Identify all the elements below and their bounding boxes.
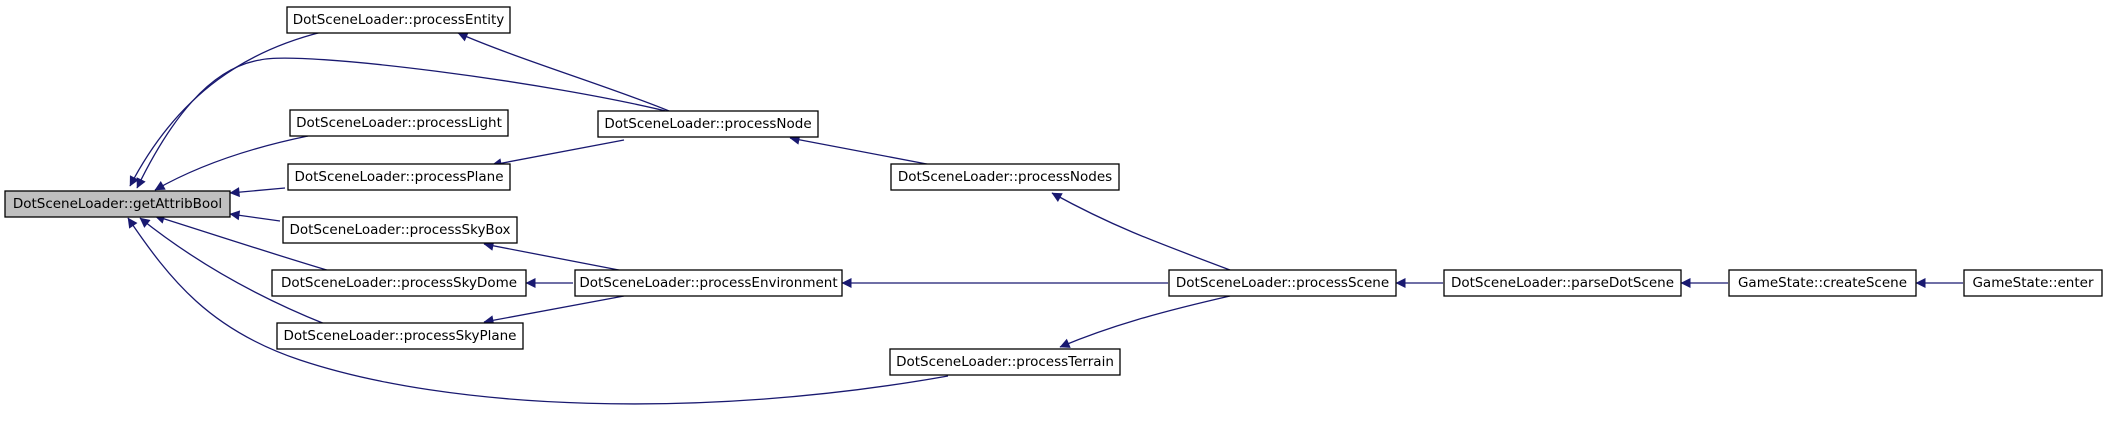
edge-processSkyBox-to-getAttribBool: [229, 210, 281, 222]
node-processEnvironment[interactable]: DotSceneLoader::processEnvironment: [574, 269, 843, 297]
node-processNode[interactable]: DotSceneLoader::processNode: [597, 110, 819, 138]
node-processNodes[interactable]: DotSceneLoader::processNodes: [890, 163, 1120, 191]
node-processSkyBox[interactable]: DotSceneLoader::processSkyBox: [282, 216, 518, 244]
edge-processEnvironment-to-processSkyPlane: [483, 295, 625, 326]
edge-processScene-to-processTerrain: [1059, 295, 1231, 348]
node-processSkyDome[interactable]: DotSceneLoader::processSkyDome: [271, 269, 527, 297]
edge-processNode-to-getAttribBool: [136, 57, 675, 189]
node-processSkyPlane[interactable]: DotSceneLoader::processSkyPlane: [276, 322, 524, 350]
node-processEntity[interactable]: DotSceneLoader::processEntity: [286, 6, 511, 34]
node-label: DotSceneLoader::processPlane: [294, 169, 503, 185]
edge-processNodes-to-processNode: [789, 134, 933, 166]
node-getAttribBool[interactable]: DotSceneLoader::getAttribBool: [4, 190, 231, 218]
edge-processEntity-to-getAttribBool: [129, 31, 323, 187]
node-label: DotSceneLoader::processLight: [296, 115, 502, 131]
node-label: DotSceneLoader::processSkyDome: [281, 275, 517, 291]
node-processScene[interactable]: DotSceneLoader::processScene: [1168, 269, 1397, 297]
edge-processSkyDome-to-getAttribBool: [154, 214, 331, 272]
node-label: DotSceneLoader::processEnvironment: [579, 275, 837, 291]
edge-processSkyPlane-to-getAttribBool: [139, 217, 326, 325]
node-label: GameState::enter: [1972, 275, 2093, 291]
node-label: DotSceneLoader::processSkyBox: [289, 222, 510, 238]
edge-processTerrain-to-getAttribBool: [127, 217, 949, 405]
node-label: DotSceneLoader::processNode: [604, 116, 811, 132]
node-label: DotSceneLoader::processTerrain: [896, 354, 1114, 370]
node-label: GameState::createScene: [1738, 275, 1907, 291]
edge-processScene-to-processNodes: [1051, 192, 1231, 271]
nodes: DotSceneLoader::getAttribBool DotSceneLo…: [4, 6, 2103, 376]
edge-processLight-to-getAttribBool: [154, 135, 309, 191]
node-label: DotSceneLoader::processScene: [1176, 275, 1389, 291]
node-label: DotSceneLoader::getAttribBool: [13, 196, 222, 212]
node-parseDotScene[interactable]: DotSceneLoader::parseDotScene: [1443, 269, 1682, 297]
edge-processPlane-to-getAttribBool: [229, 187, 286, 198]
node-processPlane[interactable]: DotSceneLoader::processPlane: [287, 163, 511, 191]
node-createScene[interactable]: GameState::createScene: [1728, 269, 1917, 297]
node-processTerrain[interactable]: DotSceneLoader::processTerrain: [889, 348, 1121, 376]
node-label: DotSceneLoader::processSkyPlane: [283, 328, 516, 344]
edge-processNode-to-processEntity: [457, 32, 675, 114]
node-enter[interactable]: GameState::enter: [1963, 269, 2103, 297]
node-processLight[interactable]: DotSceneLoader::processLight: [289, 109, 509, 137]
node-label: DotSceneLoader::processEntity: [293, 12, 505, 28]
edge-processNode-to-processPlane: [491, 139, 625, 169]
edge-processEnvironment-to-processSkyBox: [483, 240, 625, 272]
edges: [127, 31, 1963, 405]
node-label: DotSceneLoader::parseDotScene: [1451, 275, 1674, 291]
node-label: DotSceneLoader::processNodes: [898, 169, 1112, 185]
